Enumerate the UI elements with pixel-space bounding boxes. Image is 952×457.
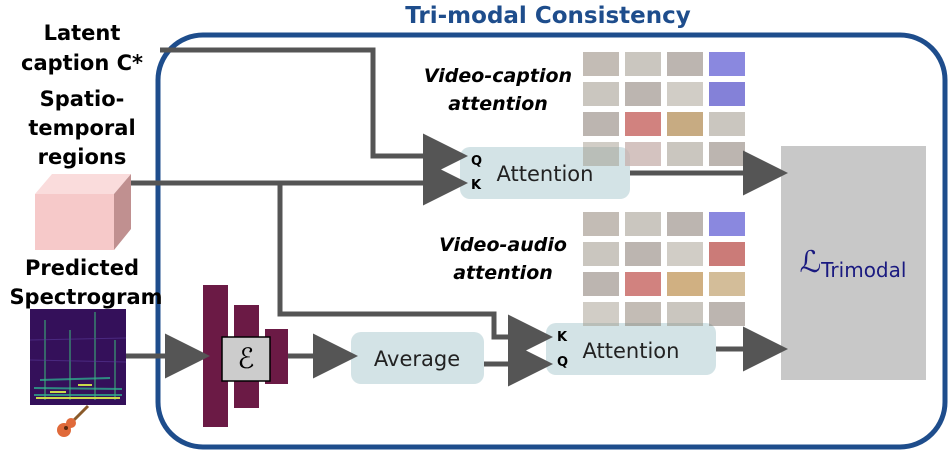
attention-frame-cell	[625, 212, 661, 236]
attention-highlight-cell	[625, 142, 661, 166]
spectrogram-icon	[29, 309, 127, 405]
loss-box	[781, 146, 926, 380]
attention-frame-cell	[583, 302, 619, 326]
svg-text:attention: attention	[453, 262, 553, 284]
attention-frame-cell	[667, 52, 703, 76]
cube-icon	[35, 174, 131, 250]
attention-frame-cell	[625, 242, 661, 266]
attention-highlight-cell	[709, 52, 745, 76]
attention-highlight-cell	[709, 272, 745, 296]
guitar-icon	[57, 404, 90, 437]
attention-frame-cell	[667, 212, 703, 236]
svg-text:caption C*: caption C*	[21, 51, 143, 75]
svg-text:temporal: temporal	[28, 116, 135, 140]
attention-highlight-cell	[709, 82, 745, 106]
attention-frame-cell	[667, 142, 703, 166]
attention-highlight-cell	[709, 212, 745, 236]
svg-text:attention: attention	[448, 93, 548, 115]
spatiotemporal-label: Spatio- temporal regions	[28, 87, 135, 169]
svg-text:Predicted: Predicted	[25, 256, 139, 280]
attention-bottom-port-k: K	[557, 330, 568, 345]
attention-frame-cell	[583, 112, 619, 136]
attention-frame-cell	[583, 52, 619, 76]
attention-bottom-label: Attention	[583, 339, 680, 363]
attention-frame-cell	[709, 142, 745, 166]
attention-frame-cell	[667, 242, 703, 266]
video-caption-attention-label: Video-caption attention	[424, 65, 572, 115]
attention-frame-cell	[583, 212, 619, 236]
attention-frame-cell	[625, 302, 661, 326]
attention-frame-cell	[625, 52, 661, 76]
attention-highlight-cell	[709, 242, 745, 266]
attention-frame-cell	[583, 82, 619, 106]
svg-text:Latent: Latent	[44, 21, 121, 45]
video-caption-attention-map	[583, 52, 745, 166]
svg-text:Spectrogram: Spectrogram	[9, 285, 162, 309]
svg-text:Video-caption: Video-caption	[424, 65, 572, 87]
diagram-title: Tri-modal Consistency	[405, 3, 691, 29]
attention-frame-cell	[583, 242, 619, 266]
svg-text:Video-audio: Video-audio	[439, 234, 567, 256]
attention-frame-cell	[709, 112, 745, 136]
attention-highlight-cell	[625, 272, 661, 296]
average-label: Average	[374, 347, 460, 371]
latent-caption-label: Latent caption C*	[21, 21, 143, 75]
attention-frame-cell	[709, 302, 745, 326]
attention-frame-cell	[583, 272, 619, 296]
trimodal-frame	[155, 32, 948, 450]
video-audio-attention-label: Video-audio attention	[439, 234, 567, 284]
encoder-symbol: ℰ	[238, 342, 255, 375]
video-audio-attention-map	[583, 212, 745, 326]
attention-top-box	[460, 147, 630, 199]
svg-text:regions: regions	[38, 145, 127, 169]
encoder-block: ℰ	[203, 285, 288, 427]
attention-bottom-port-q: Q	[557, 355, 568, 370]
attention-top-port-k: K	[471, 178, 482, 193]
attention-top-port-q: Q	[471, 154, 482, 169]
attention-frame-cell	[583, 142, 619, 166]
attention-highlight-cell	[667, 112, 703, 136]
caption-to-query-arrow	[160, 47, 468, 179]
attention-frame-cell	[625, 82, 661, 106]
regions-to-bottom-key-arrow	[277, 183, 553, 360]
loss-label: ℒTrimodal	[800, 245, 907, 282]
attention-highlight-cell	[667, 272, 703, 296]
svg-text:Spatio-: Spatio-	[40, 87, 125, 111]
attention-frame-cell	[667, 302, 703, 326]
average-box	[351, 332, 484, 384]
attention-frame-cell	[667, 82, 703, 106]
spectrogram-label: Predicted Spectrogram	[9, 256, 162, 309]
attention-top-label: Attention	[497, 162, 594, 186]
attention-bottom-box	[546, 323, 716, 375]
attention-highlight-cell	[625, 112, 661, 136]
